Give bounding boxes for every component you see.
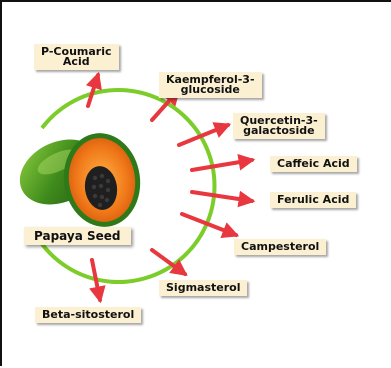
papaya-seed-label: Papaya Seed — [24, 227, 131, 245]
compound-label-caffeic-acid: Caffeic Acid — [270, 156, 357, 172]
compound-label-line: Campesterol — [241, 242, 319, 252]
compound-label-line: glucoside — [166, 85, 255, 95]
compound-label-line: Acid — [41, 57, 112, 67]
compound-label-line: Caffeic Acid — [277, 159, 350, 169]
arrow-caffeic-acid — [192, 160, 252, 170]
compound-label-beta-sitosterol: Beta-sitosterol — [35, 307, 141, 323]
compound-label-line: galactoside — [240, 126, 318, 136]
compound-label-quercetin-galactoside: Quercetin-3- galactoside — [233, 113, 325, 139]
compound-label-line: Sigmasterol — [166, 283, 240, 293]
compound-label-line: Beta-sitosterol — [42, 310, 134, 320]
papaya-icon — [9, 127, 146, 232]
compound-label-p-coumaric-acid: P-Coumaric Acid — [34, 44, 119, 70]
compound-label-campesterol: Campesterol — [234, 239, 326, 255]
compound-label-kaempferol-glucoside: Kaempferol-3- glucoside — [159, 72, 262, 98]
compound-label-ferulic-acid: Ferulic Acid — [270, 192, 356, 208]
compound-label-sigmasterol: Sigmasterol — [159, 280, 247, 296]
compound-label-line: Ferulic Acid — [277, 195, 349, 205]
arrow-ferulic-acid — [192, 192, 252, 201]
